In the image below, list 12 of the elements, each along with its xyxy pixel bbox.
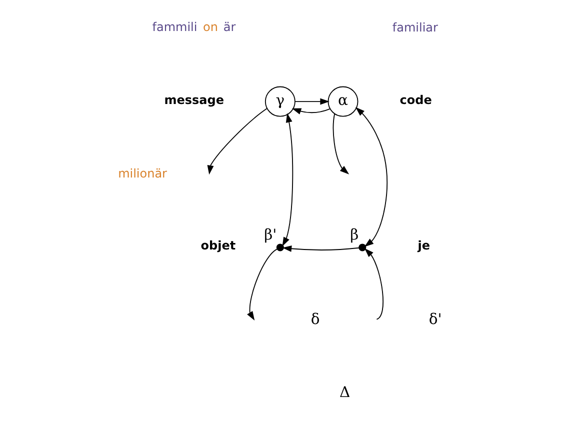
label: message (164, 92, 224, 107)
label: objet (200, 238, 236, 253)
label: Δ (340, 384, 350, 401)
label: code (400, 92, 432, 107)
label: δ (310, 310, 320, 328)
label: milionär (118, 166, 168, 181)
label: familiar (392, 20, 438, 35)
node-label: β' (264, 226, 277, 244)
label: δ' (428, 310, 442, 328)
label: fammili on är (152, 20, 236, 34)
node-label: β (350, 226, 359, 244)
label: je (418, 238, 430, 253)
